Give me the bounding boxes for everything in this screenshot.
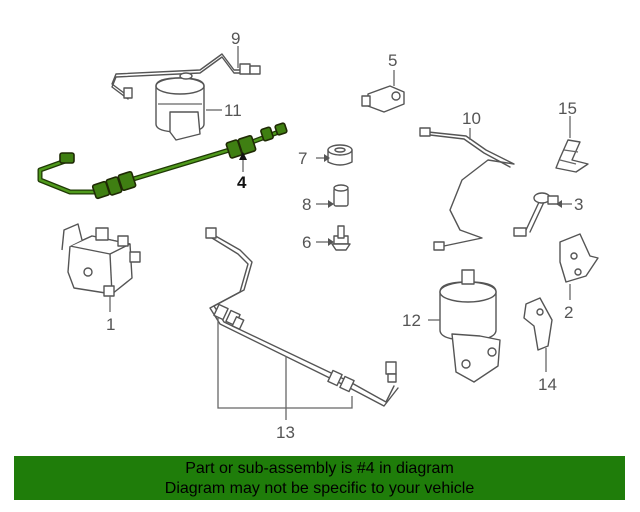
part-15-clip[interactable] [555,139,589,173]
callout-10: 10 [462,109,481,128]
callout-13: 13 [276,423,295,442]
callout-8: 8 [302,195,311,214]
part-6-bolt[interactable] [331,225,351,251]
part-11-accumulator[interactable] [155,72,205,141]
part-7-bushing[interactable] [327,144,353,166]
callout-4: 4 [237,173,247,192]
callout-11: 11 [224,101,242,120]
callout-5: 5 [388,51,397,70]
part-10-pipe[interactable] [419,127,515,251]
callout-1: 1 [106,315,115,334]
callout-9: 9 [231,29,240,48]
callout-3: 3 [574,195,583,214]
callout-6: 6 [302,233,311,252]
part-4-brake-hose[interactable] [37,122,288,200]
part-8-spacer[interactable] [333,184,349,207]
parts-diagram: 9 11 4 1 [37,29,599,442]
banner-line-2: Diagram may not be specific to your vehi… [164,480,475,497]
part-3-link[interactable] [513,192,559,237]
banner-line-1: Part or sub-assembly is #4 in diagram [185,460,454,477]
callout-15: 15 [558,99,577,118]
part-12-accumulator[interactable] [439,269,501,383]
part-9-pipe[interactable] [111,53,261,100]
callout-7: 7 [298,149,307,168]
part-2-bracket[interactable] [559,233,599,283]
callout-2: 2 [564,303,573,322]
callout-12: 12 [402,311,421,330]
part-5-junction[interactable] [361,85,405,113]
part-1-valve-block[interactable] [61,223,141,297]
info-banner: Part or sub-assembly is #4 in diagram Di… [14,456,625,500]
callout-14: 14 [538,375,557,394]
part-13-pipe[interactable] [205,227,399,407]
part-14-bracket[interactable] [523,297,553,351]
